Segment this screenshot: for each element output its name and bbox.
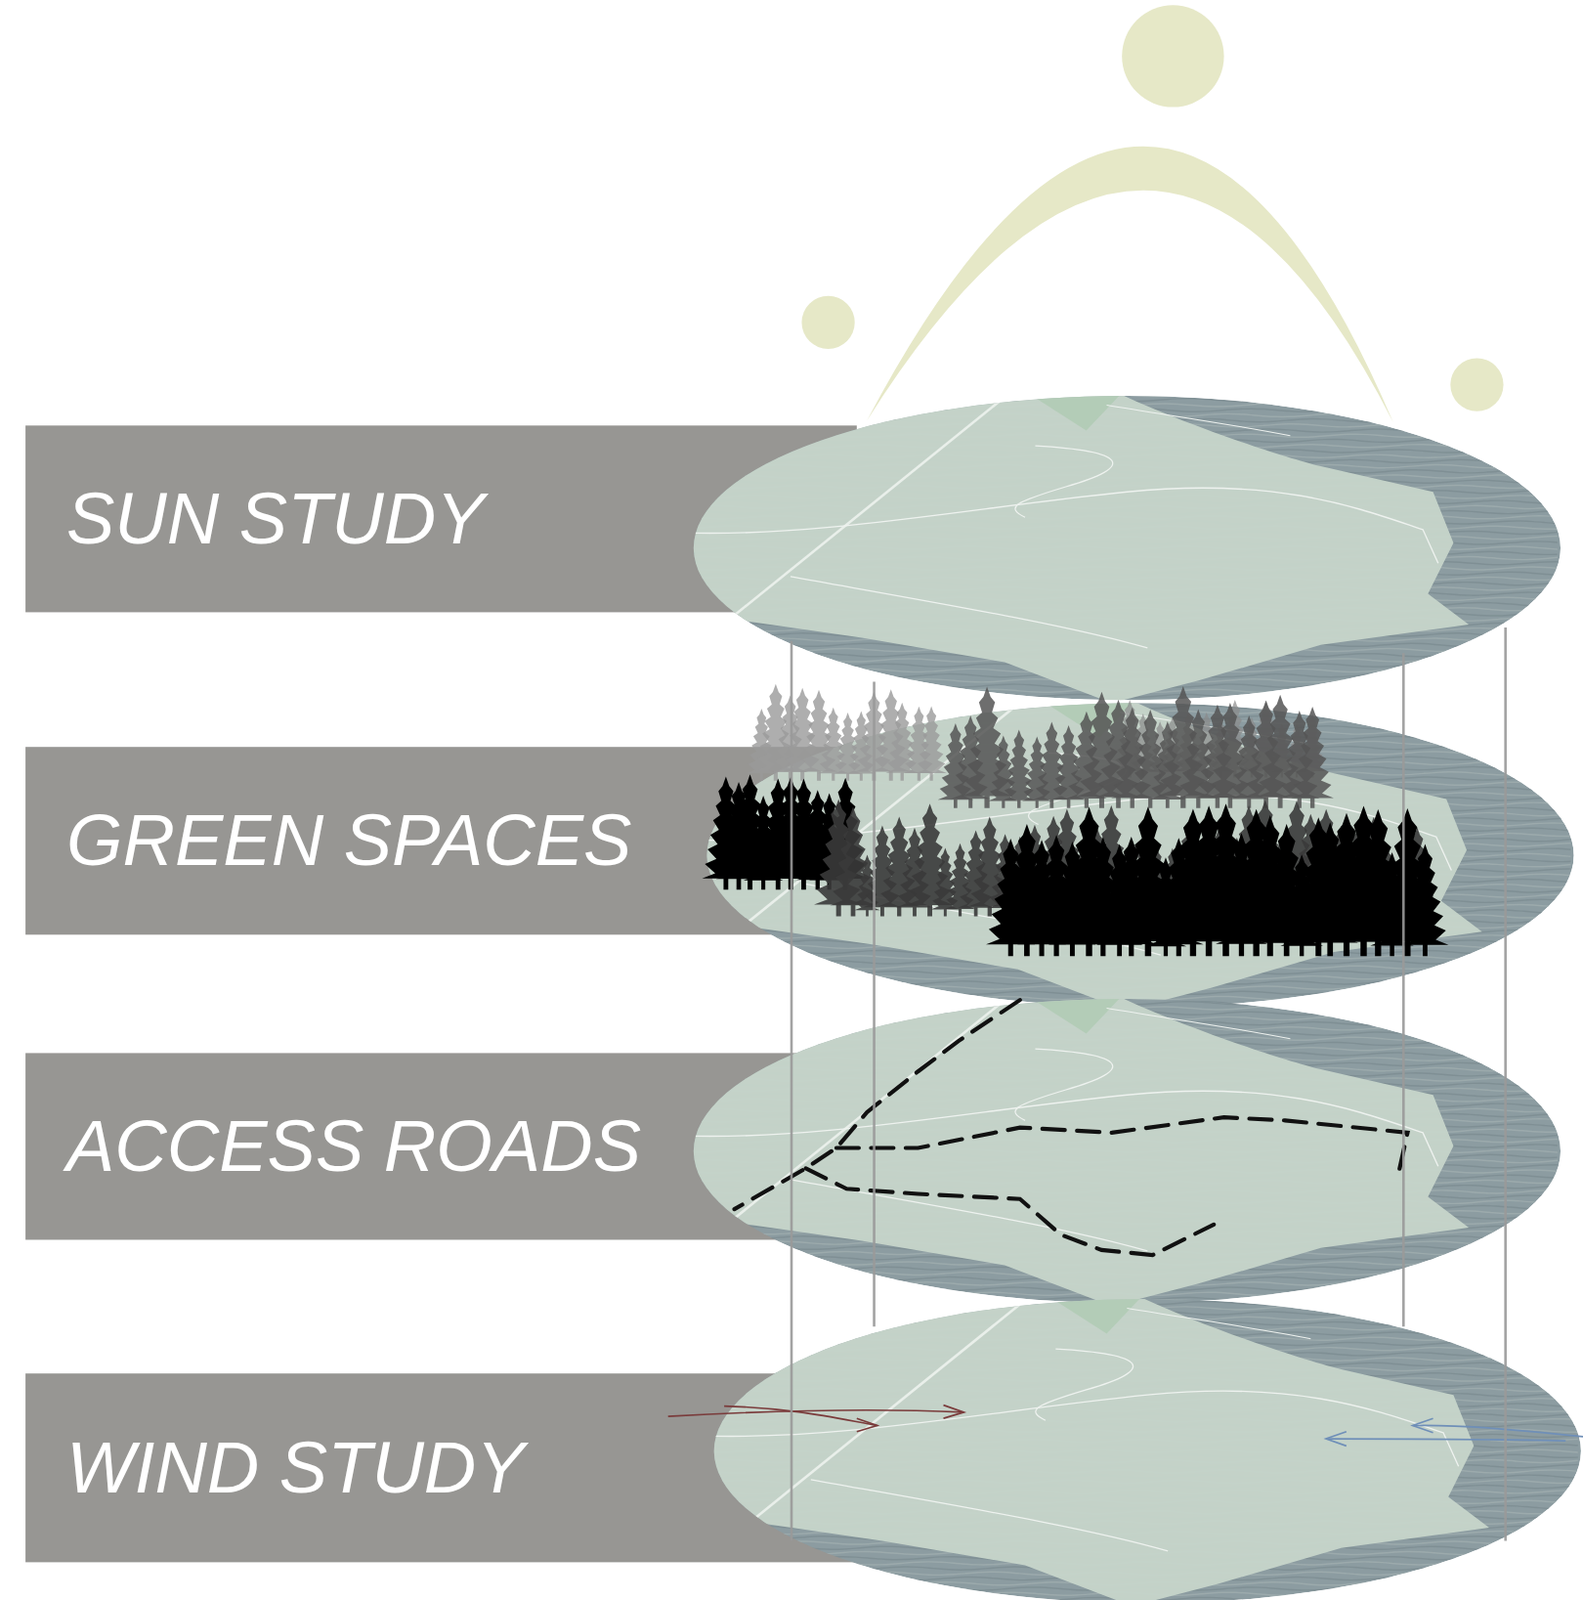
map-layer xyxy=(698,1287,1582,1600)
sun-symbol xyxy=(1450,357,1503,411)
layer-title: GREEN SPACES xyxy=(66,804,632,877)
sun-symbol xyxy=(1121,4,1224,107)
label-band xyxy=(25,746,857,935)
map-layer xyxy=(678,987,1561,1307)
sun-arc xyxy=(866,146,1394,423)
fir-tree xyxy=(1401,844,1449,957)
label-band: GREEN SPACES xyxy=(25,746,856,935)
layer-title: WIND STUDY xyxy=(66,1431,525,1504)
layer-title: ACCESS ROADS xyxy=(66,1110,642,1183)
label-band: SUN STUDY xyxy=(25,425,856,613)
sun-symbol xyxy=(801,296,855,349)
map-layer xyxy=(678,385,1561,704)
layer-posts xyxy=(791,627,1506,1541)
tree-silhouettes xyxy=(702,684,1450,957)
fir-tree xyxy=(1290,706,1334,809)
wind-arrows xyxy=(668,1405,1583,1447)
label-band: ACCESS ROADS xyxy=(25,1052,856,1240)
fir-tree xyxy=(915,706,947,781)
layer-title: SUN STUDY xyxy=(66,482,485,556)
label-band: WIND STUDY xyxy=(25,1372,856,1562)
access-roads xyxy=(734,999,1409,1255)
